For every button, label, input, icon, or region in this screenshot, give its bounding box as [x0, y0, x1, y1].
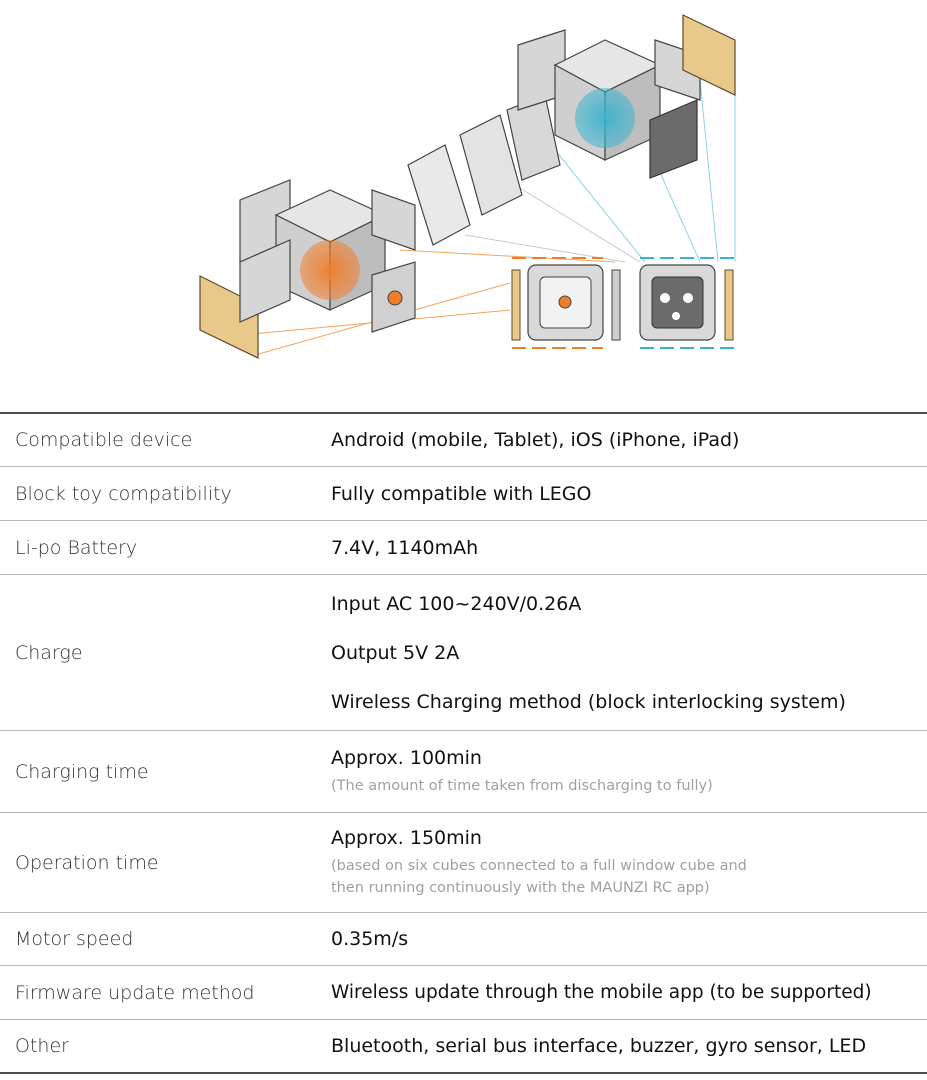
spec-label: Operation time	[15, 851, 159, 874]
spec-label: Li-po Battery	[15, 536, 138, 559]
operation-time-note: (based on six cubes connected to a full …	[331, 855, 927, 899]
spec-table: Compatible device Android (mobile, Table…	[0, 412, 927, 1074]
spec-value: Fully compatible with LEGO	[331, 482, 592, 505]
spec-value: Android (mobile, Tablet), iOS (iPhone, i…	[331, 429, 740, 451]
spec-row-compatible-device: Compatible device Android (mobile, Table…	[0, 414, 927, 467]
spec-row-block-toy: Block toy compatibility Fully compatible…	[0, 467, 927, 521]
spec-row-battery: Li-po Battery 7.4V, 1140mAh	[0, 521, 927, 575]
operation-note-line: then running continuously with the MAUNZ…	[331, 879, 710, 896]
exploded-cube-illustration	[199, 14, 736, 359]
charging-time-value: Approx. 100min	[331, 746, 482, 769]
orange-cube-module	[199, 179, 416, 359]
spec-value: Input AC 100~240V/0.26A Output 5V 2A Wir…	[330, 593, 927, 713]
spec-value: Approx. 100min (The amount of time taken…	[330, 747, 927, 797]
spec-row-firmware: Firmware update method Wireless update t…	[0, 966, 927, 1020]
spec-label: Other	[15, 1035, 69, 1057]
spec-label: Motor speed	[15, 928, 134, 950]
spec-row-charging-time: Charging time Approx. 100min (The amount…	[0, 731, 927, 813]
operation-note-line: (based on six cubes connected to a full …	[331, 857, 747, 874]
spec-row-motor-speed: Motor speed 0.35m/s	[0, 913, 927, 966]
spec-label: Charge	[15, 641, 83, 664]
spec-label: Firmware update method	[15, 981, 255, 1004]
spec-row-other: Other Bluetooth, serial bus interface, b…	[0, 1020, 927, 1072]
spec-row-operation-time: Operation time Approx. 150min (based on …	[0, 813, 927, 913]
spec-value: 7.4V, 1140mAh	[331, 536, 479, 559]
charging-time-note: (The amount of time taken from dischargi…	[331, 777, 713, 794]
charge-output-line: Output 5V 2A	[331, 641, 460, 664]
charge-input-line: Input AC 100~240V/0.26A	[331, 592, 582, 615]
front-view-blue	[639, 257, 735, 349]
charge-method-line: Wireless Charging method (block interloc…	[331, 690, 846, 713]
spec-label: Block toy compatibility	[15, 482, 232, 505]
spec-value: Approx. 150min (based on six cubes conne…	[330, 827, 927, 899]
spec-row-charge: Charge Input AC 100~240V/0.26A Output 5V…	[0, 575, 927, 731]
spec-value: Wireless update through the mobile app (…	[331, 982, 872, 1003]
spec-label: Charging time	[15, 760, 149, 783]
front-view-orange	[511, 257, 621, 349]
middle-plates	[407, 94, 561, 246]
blue-cube-module	[517, 14, 736, 179]
table-top-rule	[0, 412, 927, 414]
operation-time-value: Approx. 150min	[331, 826, 482, 849]
spec-value: Bluetooth, serial bus interface, buzzer,…	[331, 1035, 867, 1057]
spec-value: 0.35m/s	[331, 928, 409, 950]
table-bottom-rule	[0, 1072, 927, 1074]
spec-label: Compatible device	[15, 429, 193, 451]
